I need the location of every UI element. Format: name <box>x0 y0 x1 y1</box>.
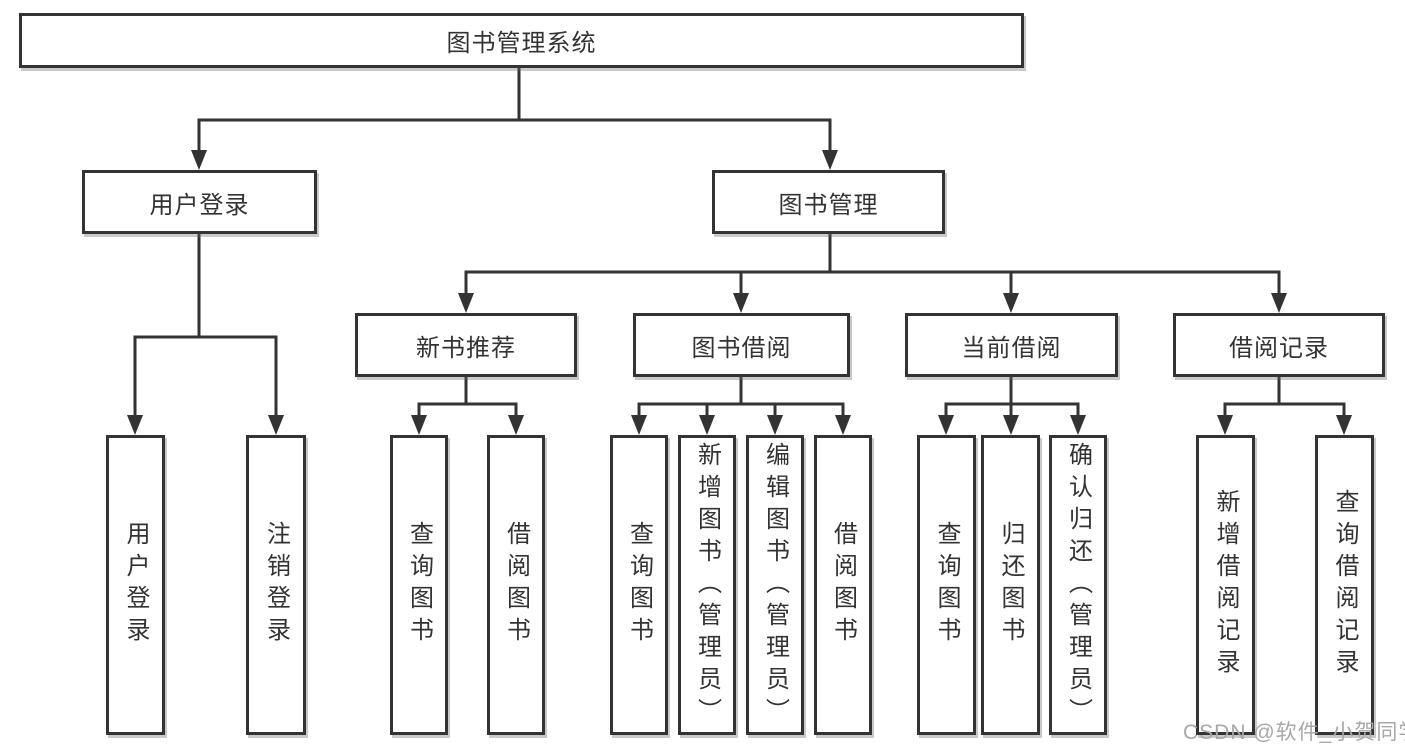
node-borrowing-records: 借阅记录 <box>1173 313 1385 377</box>
node-leaf-query-books-borrowing: 查询图书 <box>610 435 668 735</box>
node-leaf-add-borrow-record: 新增借阅记录 <box>1196 435 1255 735</box>
connector-current-borrowing-children <box>938 375 1086 435</box>
node-book-borrowing: 图书借阅 <box>633 313 850 377</box>
node-leaf-edit-book-admin: 编辑图书（管理员） <box>746 435 804 735</box>
node-library-management-system: 图书管理系统 <box>19 13 1024 68</box>
node-leaf-query-books-recommend: 查询图书 <box>390 435 448 735</box>
node-leaf-query-books-current: 查询图书 <box>917 435 976 735</box>
node-leaf-borrow-books-borrowing: 借阅图书 <box>814 435 872 735</box>
node-leaf-return-books: 归还图书 <box>981 435 1040 735</box>
node-user-login-branch: 用户登录 <box>82 170 317 234</box>
connector-borrowing-records-children <box>1217 375 1352 435</box>
watermark: CSDN @软件_小贺同学 <box>1183 721 1405 744</box>
node-leaf-add-book-admin: 新增图书（管理员） <box>678 435 736 735</box>
node-leaf-query-borrow-record: 查询借阅记录 <box>1315 435 1374 735</box>
node-leaf-confirm-return-admin: 确认归还（管理员） <box>1049 435 1107 735</box>
connector-book-borrowing-children <box>631 375 851 435</box>
node-leaf-logout: 注销登录 <box>246 435 306 735</box>
node-new-book-recommend: 新书推荐 <box>355 313 577 377</box>
connector-book-management-children <box>458 231 1287 313</box>
connector-root-to-branches <box>191 66 838 170</box>
node-current-borrowing: 当前借阅 <box>905 313 1118 377</box>
node-book-management-branch: 图书管理 <box>712 170 945 234</box>
node-leaf-user-login: 用户登录 <box>106 435 165 735</box>
node-leaf-borrow-books-recommend: 借阅图书 <box>487 435 545 735</box>
connector-user-login-children <box>127 231 284 435</box>
connector-new-book-children <box>411 375 524 435</box>
